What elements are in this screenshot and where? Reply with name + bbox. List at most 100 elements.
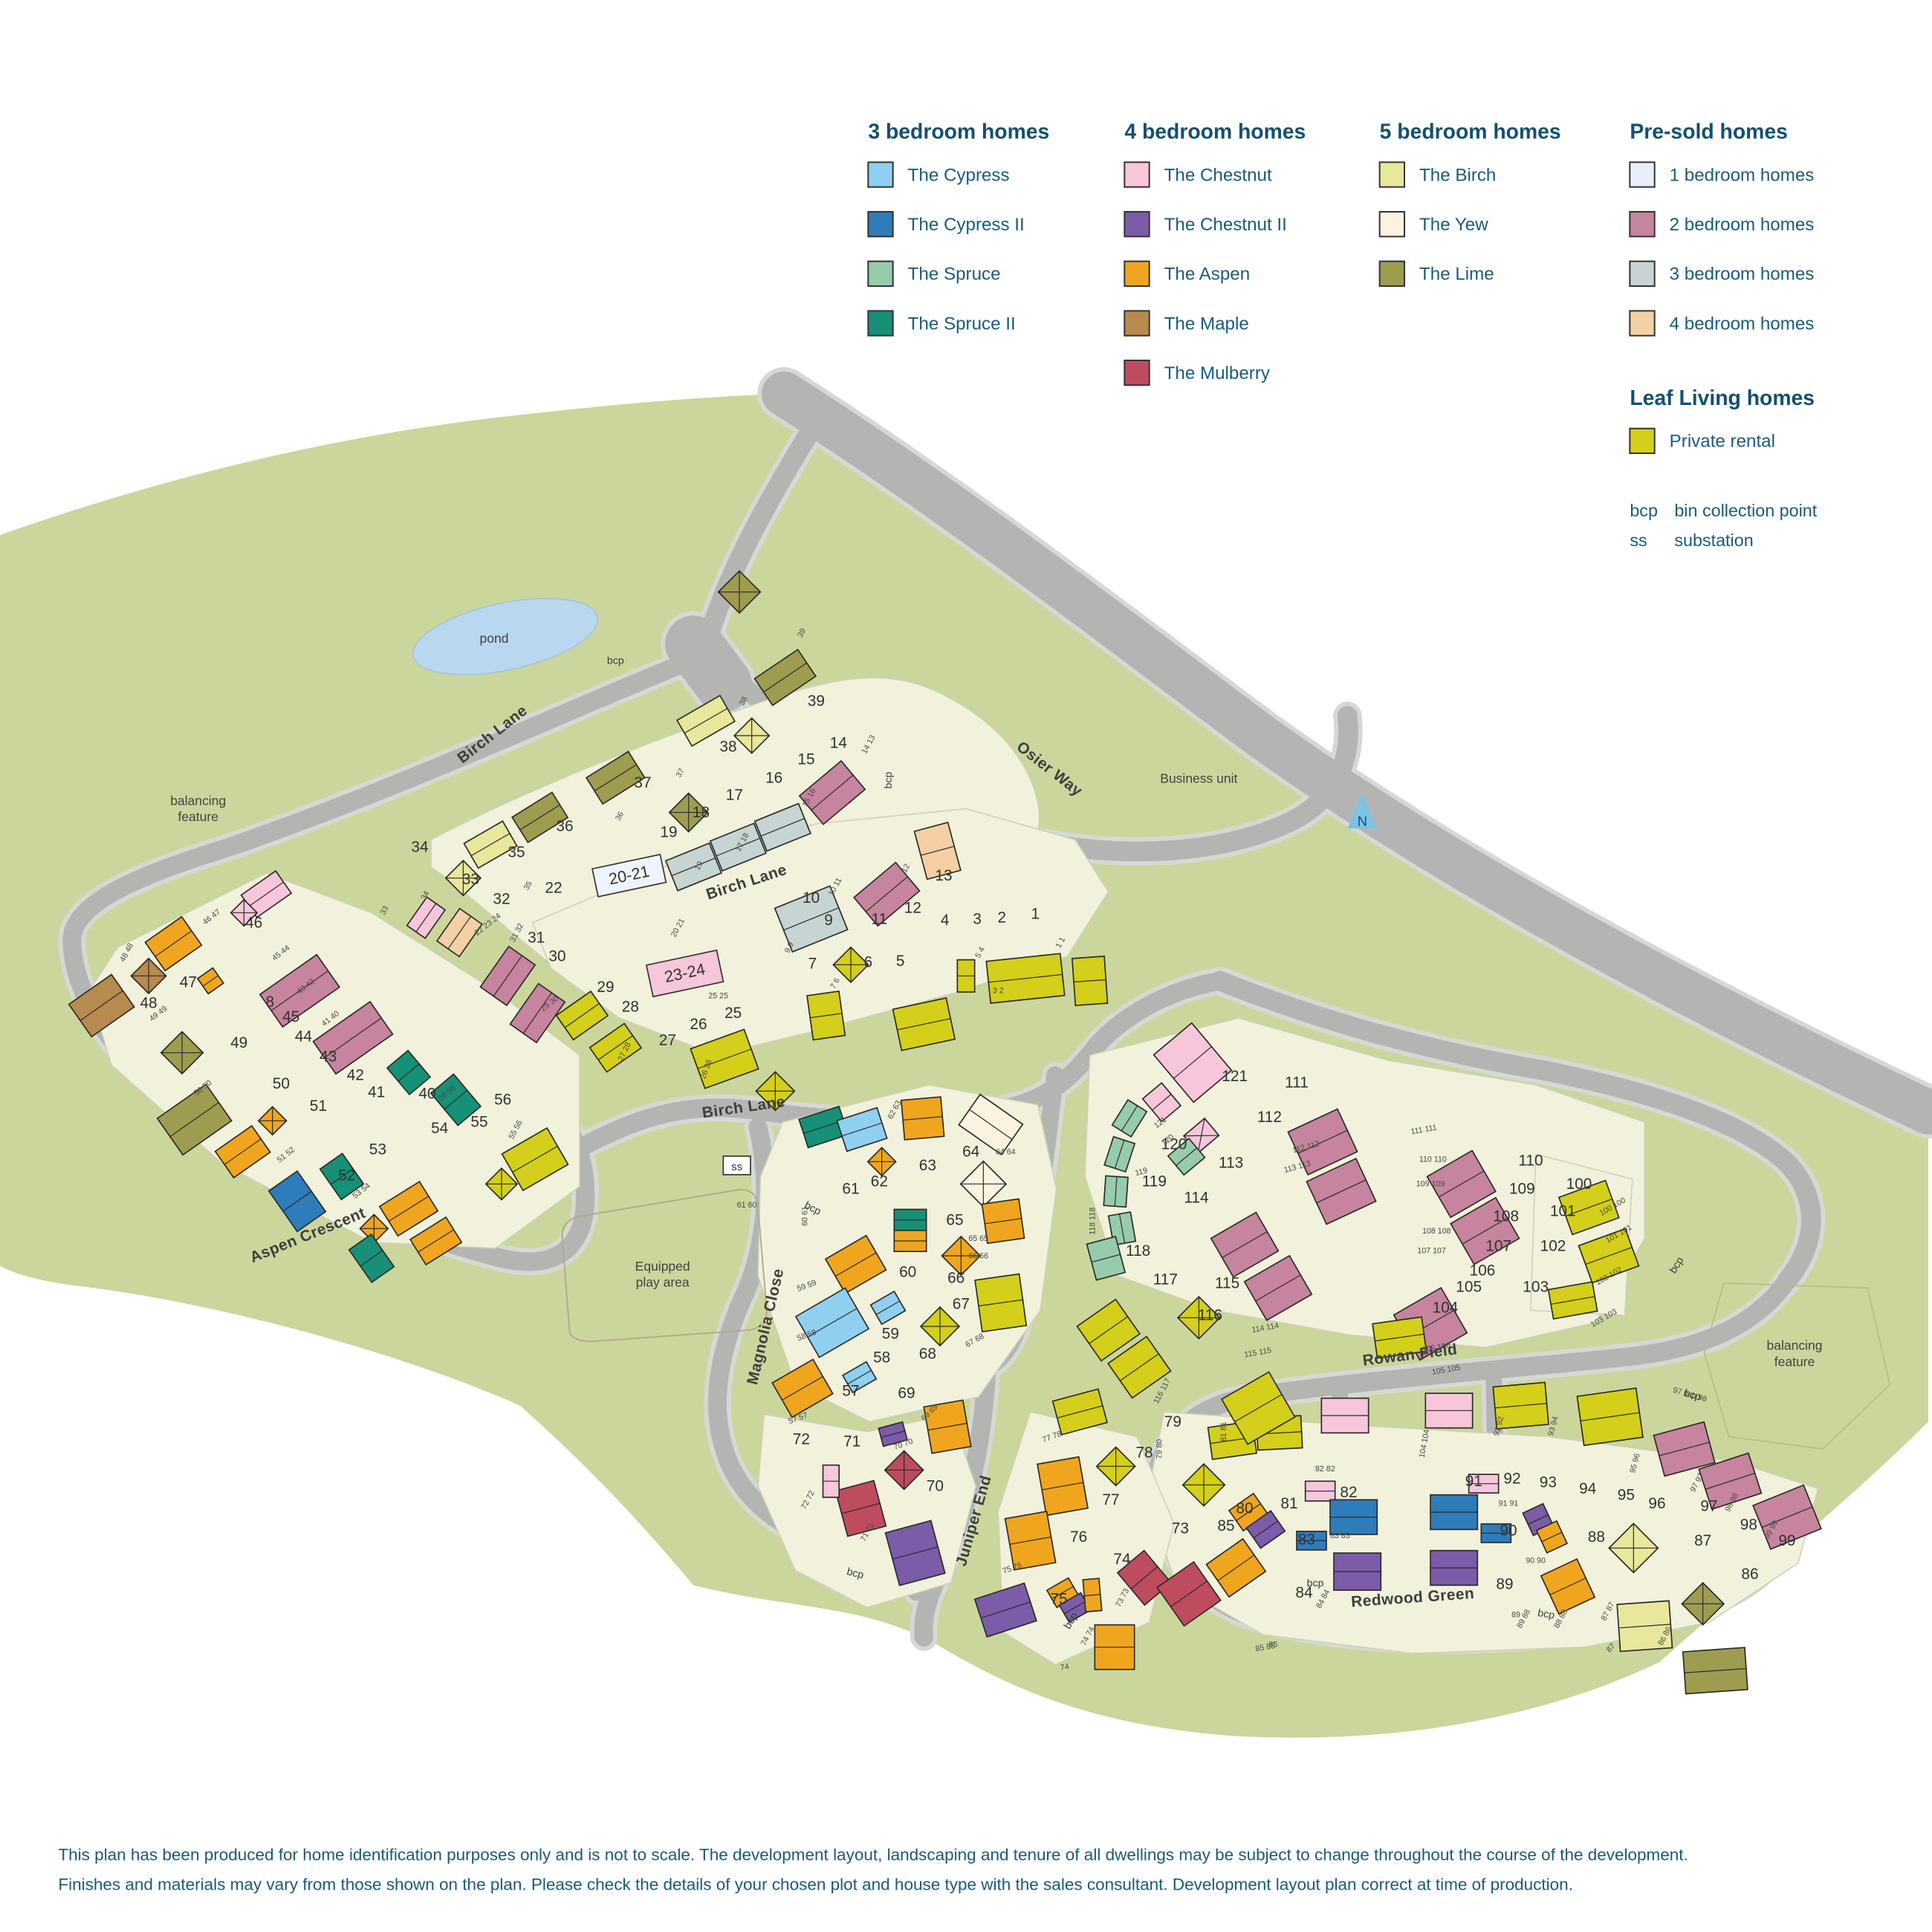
curb-plot-number: 90 90 (1526, 1556, 1546, 1565)
roof-ridge-line (493, 955, 522, 996)
plot-number: 26 (690, 1016, 707, 1033)
area-label: Equipped (635, 1259, 690, 1274)
house (1576, 1387, 1644, 1447)
plot-number: 41 (368, 1084, 385, 1101)
roof-ridge-line (716, 837, 760, 857)
roof-line (884, 1469, 924, 1471)
house (386, 1049, 432, 1096)
roof-line (230, 912, 258, 913)
plot-number: 89 (1496, 1575, 1513, 1592)
roof-ridge-line (847, 1369, 872, 1385)
plot-number: 50 (273, 1075, 290, 1092)
legend-swatch (1629, 211, 1656, 238)
legend-item-label: 3 bedroom homes (1670, 265, 1815, 285)
roof-line (756, 1090, 795, 1092)
curb-plot-number: 19 (693, 860, 705, 872)
plot-number: 18 (693, 804, 710, 821)
roof-ridge-line (783, 907, 839, 931)
house (1243, 1254, 1313, 1321)
roof-ridge-line (447, 915, 472, 950)
plot-number: 70 (927, 1478, 944, 1495)
roof-ridge-line (1063, 1601, 1086, 1615)
legend-note-label: substation (1674, 531, 1753, 550)
plot-number: 36 (556, 817, 573, 834)
house (832, 946, 869, 984)
plot-number: 54 (431, 1120, 448, 1137)
plot-number: 34 (411, 839, 428, 856)
legend-swatch (867, 260, 894, 288)
legend-note-abbr: ss (1630, 531, 1647, 550)
house (836, 1106, 888, 1153)
house (753, 648, 817, 707)
house (884, 1520, 946, 1586)
roof-ridge-line (1121, 1105, 1138, 1132)
curb-plot-number: 108 108 (1422, 1227, 1451, 1236)
legend-item-label: The Birch (1419, 165, 1496, 185)
house (1176, 1295, 1221, 1340)
plot-number: 63 (919, 1157, 936, 1174)
curb-plot-number: 66 66 (968, 1251, 988, 1260)
house (1306, 1158, 1377, 1225)
plot-number: 8 (266, 993, 275, 1011)
legend-item-label: The Chestnut II (1164, 215, 1287, 235)
roof-line (921, 1326, 959, 1327)
plot-number: 1 (1031, 906, 1040, 923)
house (1103, 1135, 1136, 1173)
house (771, 1358, 834, 1419)
house (1333, 1552, 1382, 1591)
legend-item-label: Private rental (1670, 432, 1775, 452)
plot-number: 95 (1618, 1486, 1635, 1503)
plot-range-box: ss (722, 1155, 751, 1176)
plot-number: 105 (1456, 1278, 1482, 1295)
roof-ridge-line (444, 1089, 468, 1110)
roof-ridge-line (1114, 1140, 1125, 1169)
roof-ridge-line (1705, 1472, 1755, 1490)
house (463, 820, 518, 869)
roof-line (1178, 1317, 1220, 1318)
house (1557, 1179, 1620, 1236)
roof-ridge-line (803, 1120, 844, 1134)
legend-item-label: The Spruce II (908, 314, 1016, 334)
plot-number: 52 (338, 1167, 355, 1184)
house (973, 1582, 1037, 1638)
roof-ridge-line (418, 1229, 455, 1253)
house (1608, 1523, 1659, 1574)
plot-number: 57 (842, 1382, 859, 1399)
north-arrow-icon (1347, 792, 1378, 829)
plot-number: 49 (230, 1034, 247, 1051)
balancing-feature-outline (1703, 1282, 1891, 1450)
legend-swatch (867, 211, 894, 238)
plot-number: 31 (528, 929, 545, 946)
house (878, 1421, 909, 1448)
plot-number: 44 (295, 1028, 312, 1046)
plot-number: 12 (904, 899, 921, 916)
plot-number: 71 (843, 1433, 860, 1450)
house (893, 1208, 927, 1231)
house (675, 694, 736, 748)
legend-group-title: Pre-sold homes (1630, 120, 1788, 144)
roof-line (1182, 1484, 1225, 1485)
house (196, 967, 224, 995)
roof-ridge-line (897, 1018, 951, 1031)
roof-ridge-line (841, 1122, 883, 1137)
plot-number: 4 (941, 912, 950, 929)
curb-plot-number: 87 (1604, 1641, 1617, 1654)
plot-number: 118 (1126, 1242, 1150, 1260)
plot-number: 6 (864, 954, 873, 971)
plot-number: 117 (1153, 1271, 1178, 1288)
roof-ridge-line (1173, 1046, 1212, 1079)
house (1116, 1549, 1173, 1607)
house (555, 990, 609, 1041)
legend-swatch (1378, 211, 1406, 238)
legend-note-label: bin collection point (1674, 501, 1817, 520)
roof-ridge-line (1439, 1170, 1485, 1198)
legend-item-label: The Chestnut (1164, 165, 1272, 185)
plot-number: 19 (660, 824, 677, 841)
plot-number: 96 (1648, 1495, 1665, 1512)
roof-ridge-line (1565, 1199, 1612, 1216)
roof-ridge-line (760, 817, 805, 837)
roof-ridge-line (360, 1250, 383, 1267)
curb-plot-number: 83 83 (1330, 1531, 1350, 1540)
legend-item-label: The Lime (1419, 265, 1494, 285)
